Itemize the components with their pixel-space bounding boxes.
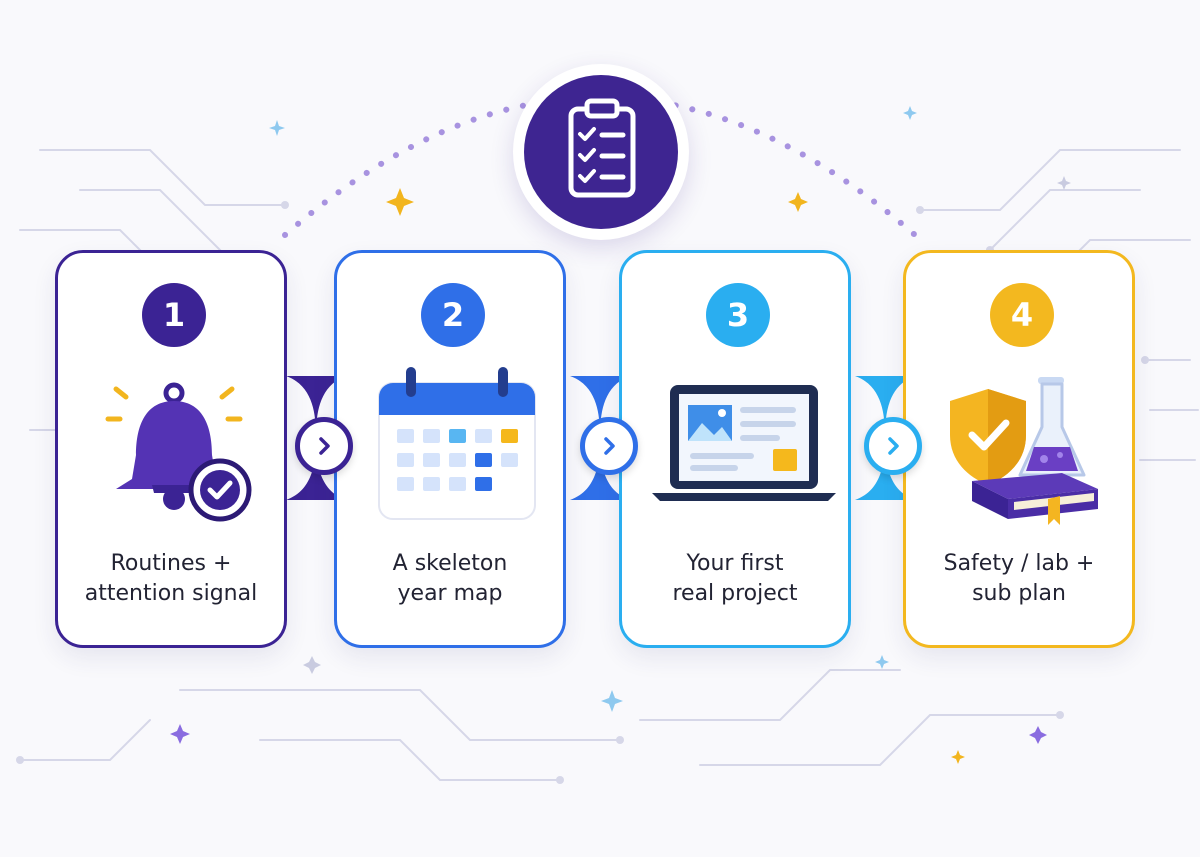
chevron-right-icon — [319, 437, 330, 455]
step-number-badge: 2 — [421, 283, 485, 347]
step-card-3: 3 Your first real project — [619, 250, 851, 648]
step-card-4: 4 Safety / lab + sub plan — [903, 250, 1135, 648]
next-step-chevron-3 — [864, 417, 922, 475]
clipboard-checklist-icon — [568, 98, 636, 198]
chevron-right-icon — [604, 437, 615, 455]
step-number-badge: 4 — [990, 283, 1054, 347]
step-card-1: 1 Routines + attention signal — [55, 250, 287, 648]
connector-tab-2 — [570, 376, 630, 500]
step-number-badge: 1 — [142, 283, 206, 347]
step-card-2: 2 A skeleton year map — [334, 250, 566, 648]
connector-tab-3 — [855, 376, 915, 500]
step-label: Your first real project — [672, 551, 798, 606]
next-step-chevron-1 — [295, 417, 353, 475]
calendar-icon — [378, 367, 536, 520]
next-step-chevron-2 — [580, 417, 638, 475]
bell-check-icon — [105, 382, 252, 522]
laptop-icon — [652, 385, 836, 501]
step-label: Safety / lab + sub plan — [943, 551, 1095, 606]
connector-tab-1 — [286, 376, 346, 500]
hub-circle — [513, 64, 689, 240]
chevron-right-icon — [888, 437, 899, 455]
step-label: A skeleton year map — [392, 551, 508, 606]
step-number-badge: 3 — [706, 283, 770, 347]
step-label: Routines + attention signal — [84, 551, 258, 606]
shield-flask-book-icon — [950, 377, 1098, 525]
